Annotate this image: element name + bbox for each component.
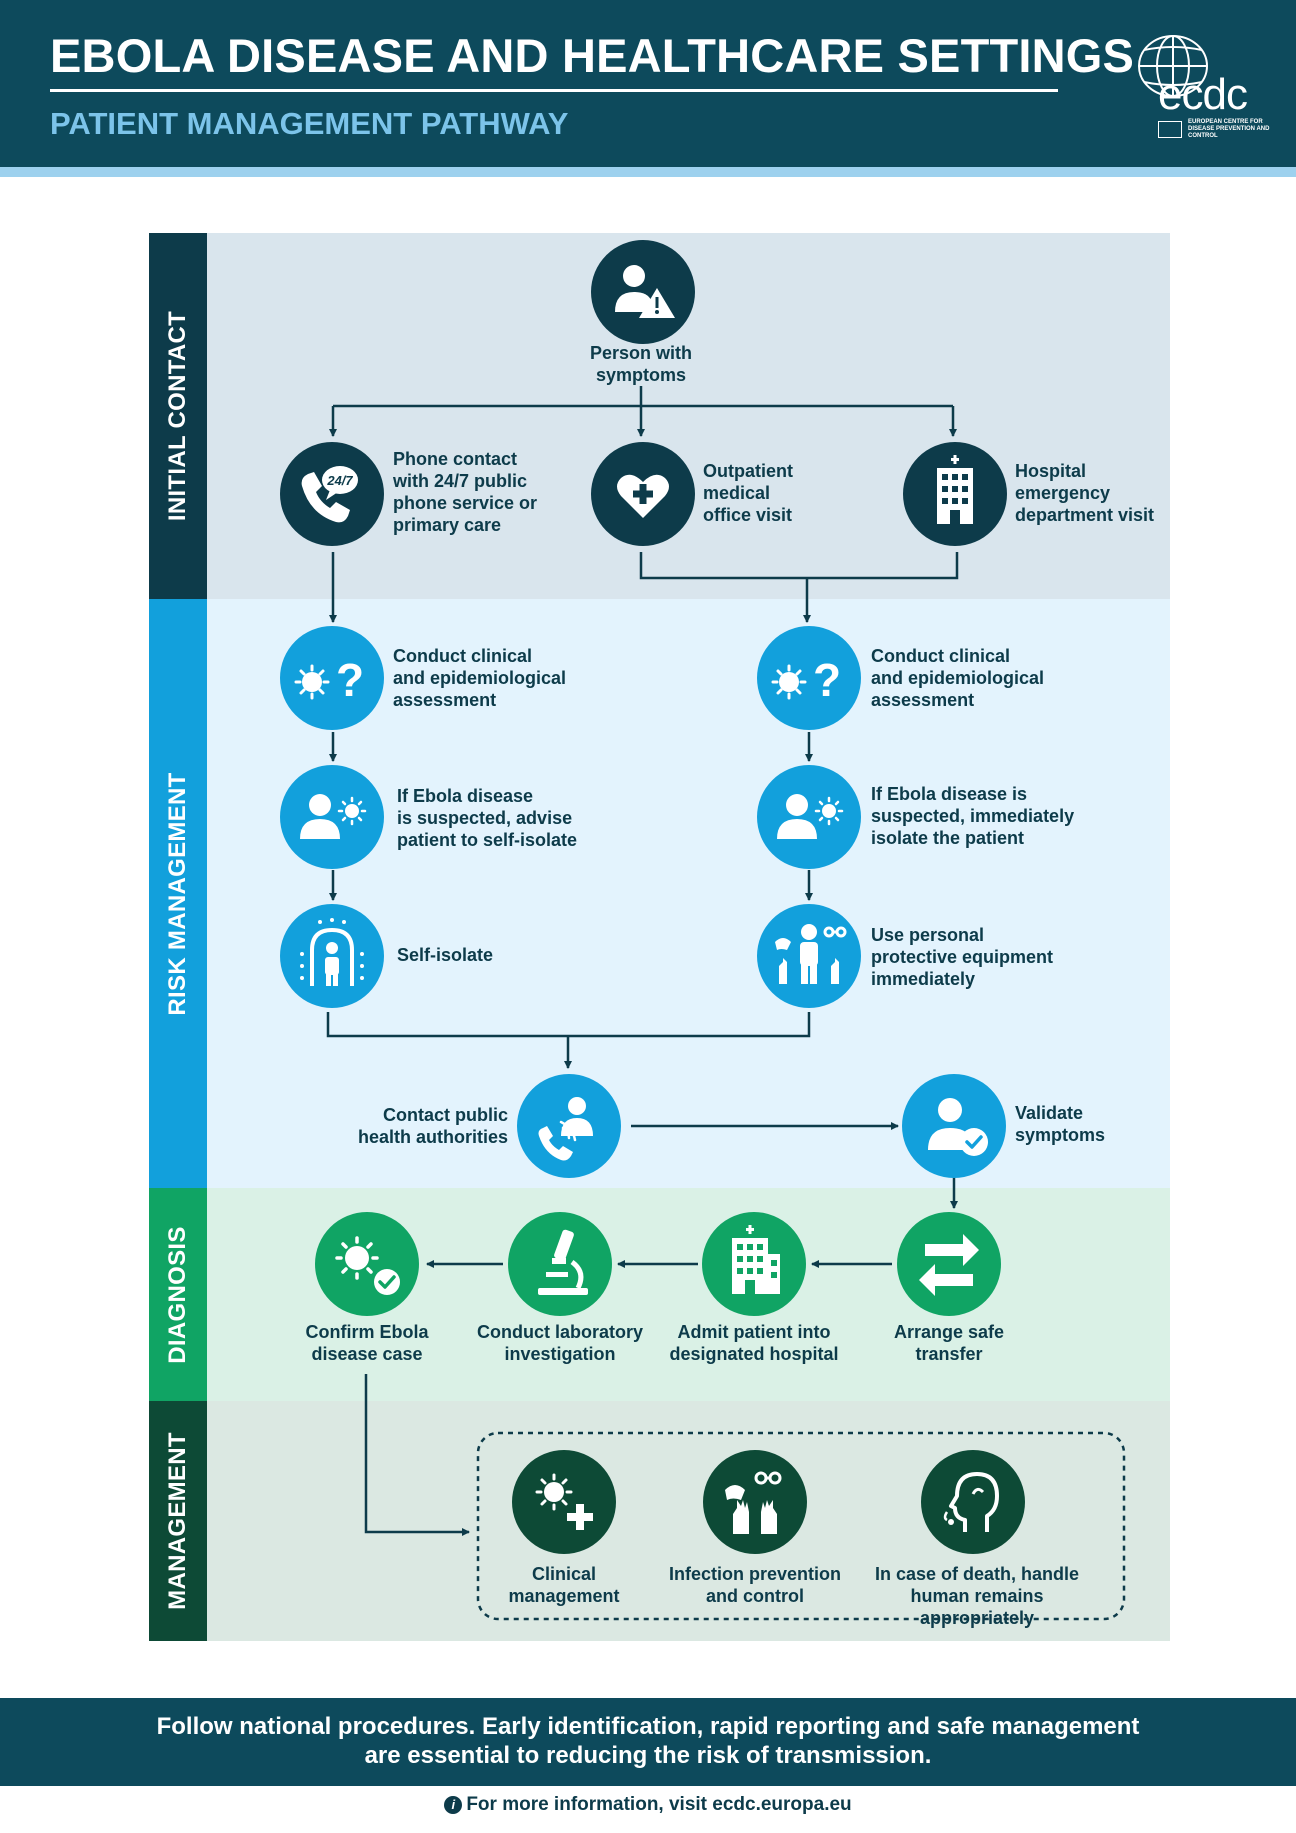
ecdc-logo-subtext: EUROPEAN CENTRE FOR DISEASE PREVENTION A… [1188,119,1270,139]
initial-contact-side-label: INITIAL CONTACT [149,233,207,599]
infection-prevention-node [703,1450,807,1554]
suspected-right-node [757,765,861,869]
phone-24-7-icon: 24/7 [301,466,358,523]
footer-message: Follow national procedures. Early identi… [156,1713,1140,1769]
validate-symptoms-label: Validate symptoms [1015,1103,1106,1145]
title-underline [50,89,1058,92]
suspected-left-node [280,765,384,869]
person-virus-icon [777,794,844,839]
info-icon: i [444,1796,463,1814]
phone-contact-label: Phone contact with 24/7 public phone ser… [393,449,538,535]
arrange-transfer-label: Arrange safe transfer [893,1322,1005,1364]
person-virus-icon [300,794,367,839]
svg-text:?: ? [813,654,841,706]
arrange-transfer-node [897,1212,1001,1316]
confirm-case-label: Confirm Ebola disease case [305,1322,429,1364]
header-bar [0,0,1296,167]
hospital-building-icon [937,455,973,524]
validate-symptoms-node [902,1074,1006,1178]
person-with-symptoms-label: Person with symptoms [589,343,692,385]
assessment-right-label: Conduct clinical and epidemiological ass… [871,646,1045,710]
hospital-ed-label: Hospital emergency department visit [1015,461,1155,525]
eu-flag-icon [1158,121,1182,138]
confirm-case-node [315,1212,419,1316]
page-subtitle: PATIENT MANAGEMENT PATHWAY [50,106,569,141]
svg-text:24/7: 24/7 [326,473,353,488]
diagnosis-side-label: DIAGNOSIS [149,1188,207,1401]
virus-question-icon: ? [294,654,364,706]
suspected-left-label: If Ebola disease is suspected, advise pa… [397,786,578,850]
outpatient-visit-node [591,442,695,546]
protective-equipment-icon [775,924,847,984]
suspected-right-label: If Ebola disease is suspected, immediate… [871,784,1075,848]
transfer-arrows-icon [919,1234,979,1296]
contact-authorities-node [517,1074,621,1178]
virus-question-icon: ? [771,654,841,706]
person-warning-icon [615,265,675,318]
contact-authorities-label: Contact public health authorities [357,1105,508,1147]
head-profile-icon [943,1472,999,1532]
svg-text:?: ? [336,654,364,706]
ecdc-logo-text: ecdc [1158,70,1248,119]
assessment-left-label: Conduct clinical and epidemiological ass… [393,646,567,710]
admit-patient-label: Admit patient into designated hospital [669,1322,839,1364]
assessment-right-node: ? [757,626,861,730]
admit-patient-node [702,1212,806,1316]
hospital-ed-node [903,442,1007,546]
microscope-icon [538,1229,588,1295]
clinical-management-label: Clinical management [508,1564,620,1606]
risk-management-side-label: RISK MANAGEMENT [149,599,207,1188]
hospital-building-icon [732,1225,780,1294]
mask-gloves-icon [725,1471,782,1534]
infection-prevention-label: Infection prevention and control [668,1564,841,1606]
assessment-left-node: ? [280,626,384,730]
person-check-icon [928,1098,988,1156]
phone-contact-node: 24/7 [280,442,384,546]
phone-person-icon [538,1097,593,1161]
ecdc-globe-icon [1138,35,1208,97]
more-info-link[interactable]: For more information, visit ecdc.europa.… [466,1794,852,1815]
person-with-symptoms-node [591,240,695,344]
ppe-label: Use personal protective equipment immedi… [871,925,1054,989]
heart-medical-icon [617,474,669,518]
outpatient-visit-label: Outpatient medical office visit [703,461,793,525]
management-side-label: MANAGEMENT [149,1401,207,1641]
lab-investigation-label: Conduct laboratory investigation [476,1322,643,1364]
human-remains-node [921,1450,1025,1554]
footer-bar [0,1698,1296,1786]
virus-check-icon [335,1236,400,1295]
page-title: EBOLA DISEASE AND HEALTHCARE SETTINGS [50,29,1135,82]
lab-investigation-node [508,1212,612,1316]
ppe-node [757,904,861,1008]
virus-plus-icon [535,1473,593,1530]
self-isolate-node [280,904,384,1008]
header-accent-strip [0,167,1296,177]
human-remains-label: In case of death, handle human remains a… [874,1564,1080,1628]
isolation-person-icon [300,918,364,986]
self-isolate-label: Self-isolate [397,945,494,965]
clinical-management-node [512,1450,616,1554]
